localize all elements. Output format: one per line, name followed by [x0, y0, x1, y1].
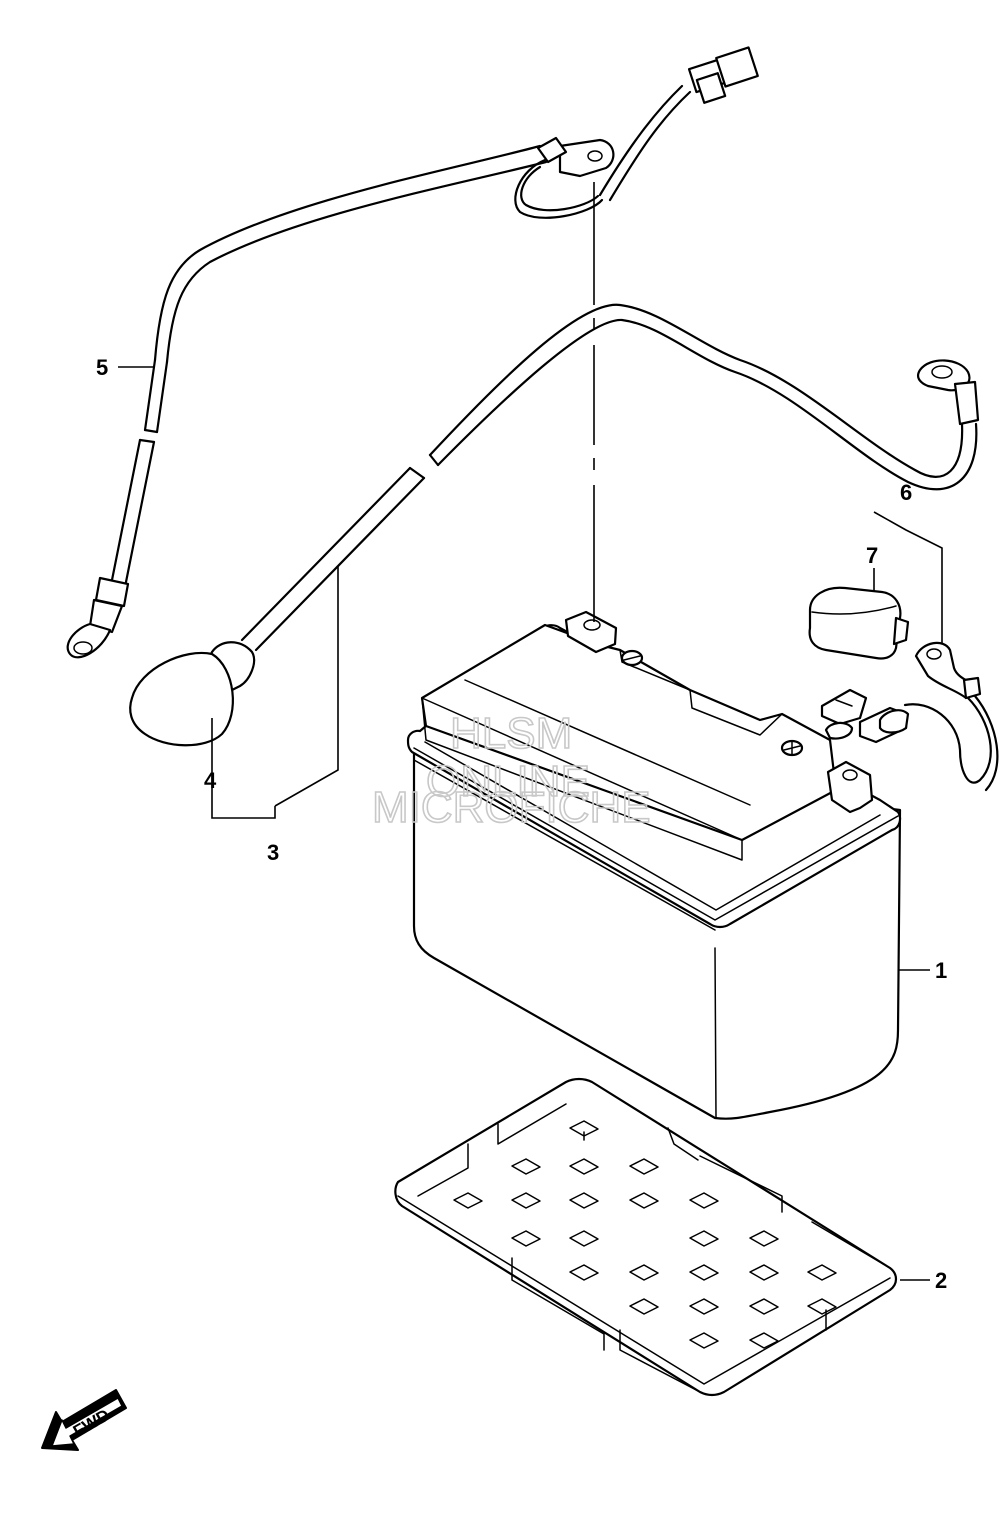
- leader-lines: [118, 366, 943, 1281]
- part-6-ground-lead: [808, 586, 999, 792]
- callout-5: 5: [96, 355, 108, 380]
- watermark-line-1: HLSM: [450, 709, 572, 758]
- part-2-battery-tray: [394, 1077, 898, 1397]
- tray-slots: [453, 1120, 837, 1349]
- part-5-lead-wire: [66, 46, 759, 659]
- callout-1: 1: [935, 958, 947, 983]
- callout-2: 2: [935, 1268, 947, 1293]
- callout-7: 7: [866, 543, 878, 568]
- callout-3: 3: [267, 840, 279, 865]
- callout-6: 6: [900, 480, 912, 505]
- watermark-line-3: MICROFICHE: [372, 783, 651, 832]
- fwd-direction-arrow: FWD: [41, 1389, 127, 1451]
- watermark: HLSM ONLINE MICROFICHE: [371, 708, 651, 833]
- part-3-battery-cable: [129, 303, 980, 747]
- watermark-line-2: ONLINE: [426, 757, 590, 806]
- callout-4: 4: [204, 768, 217, 793]
- part-1-battery: [406, 610, 902, 1120]
